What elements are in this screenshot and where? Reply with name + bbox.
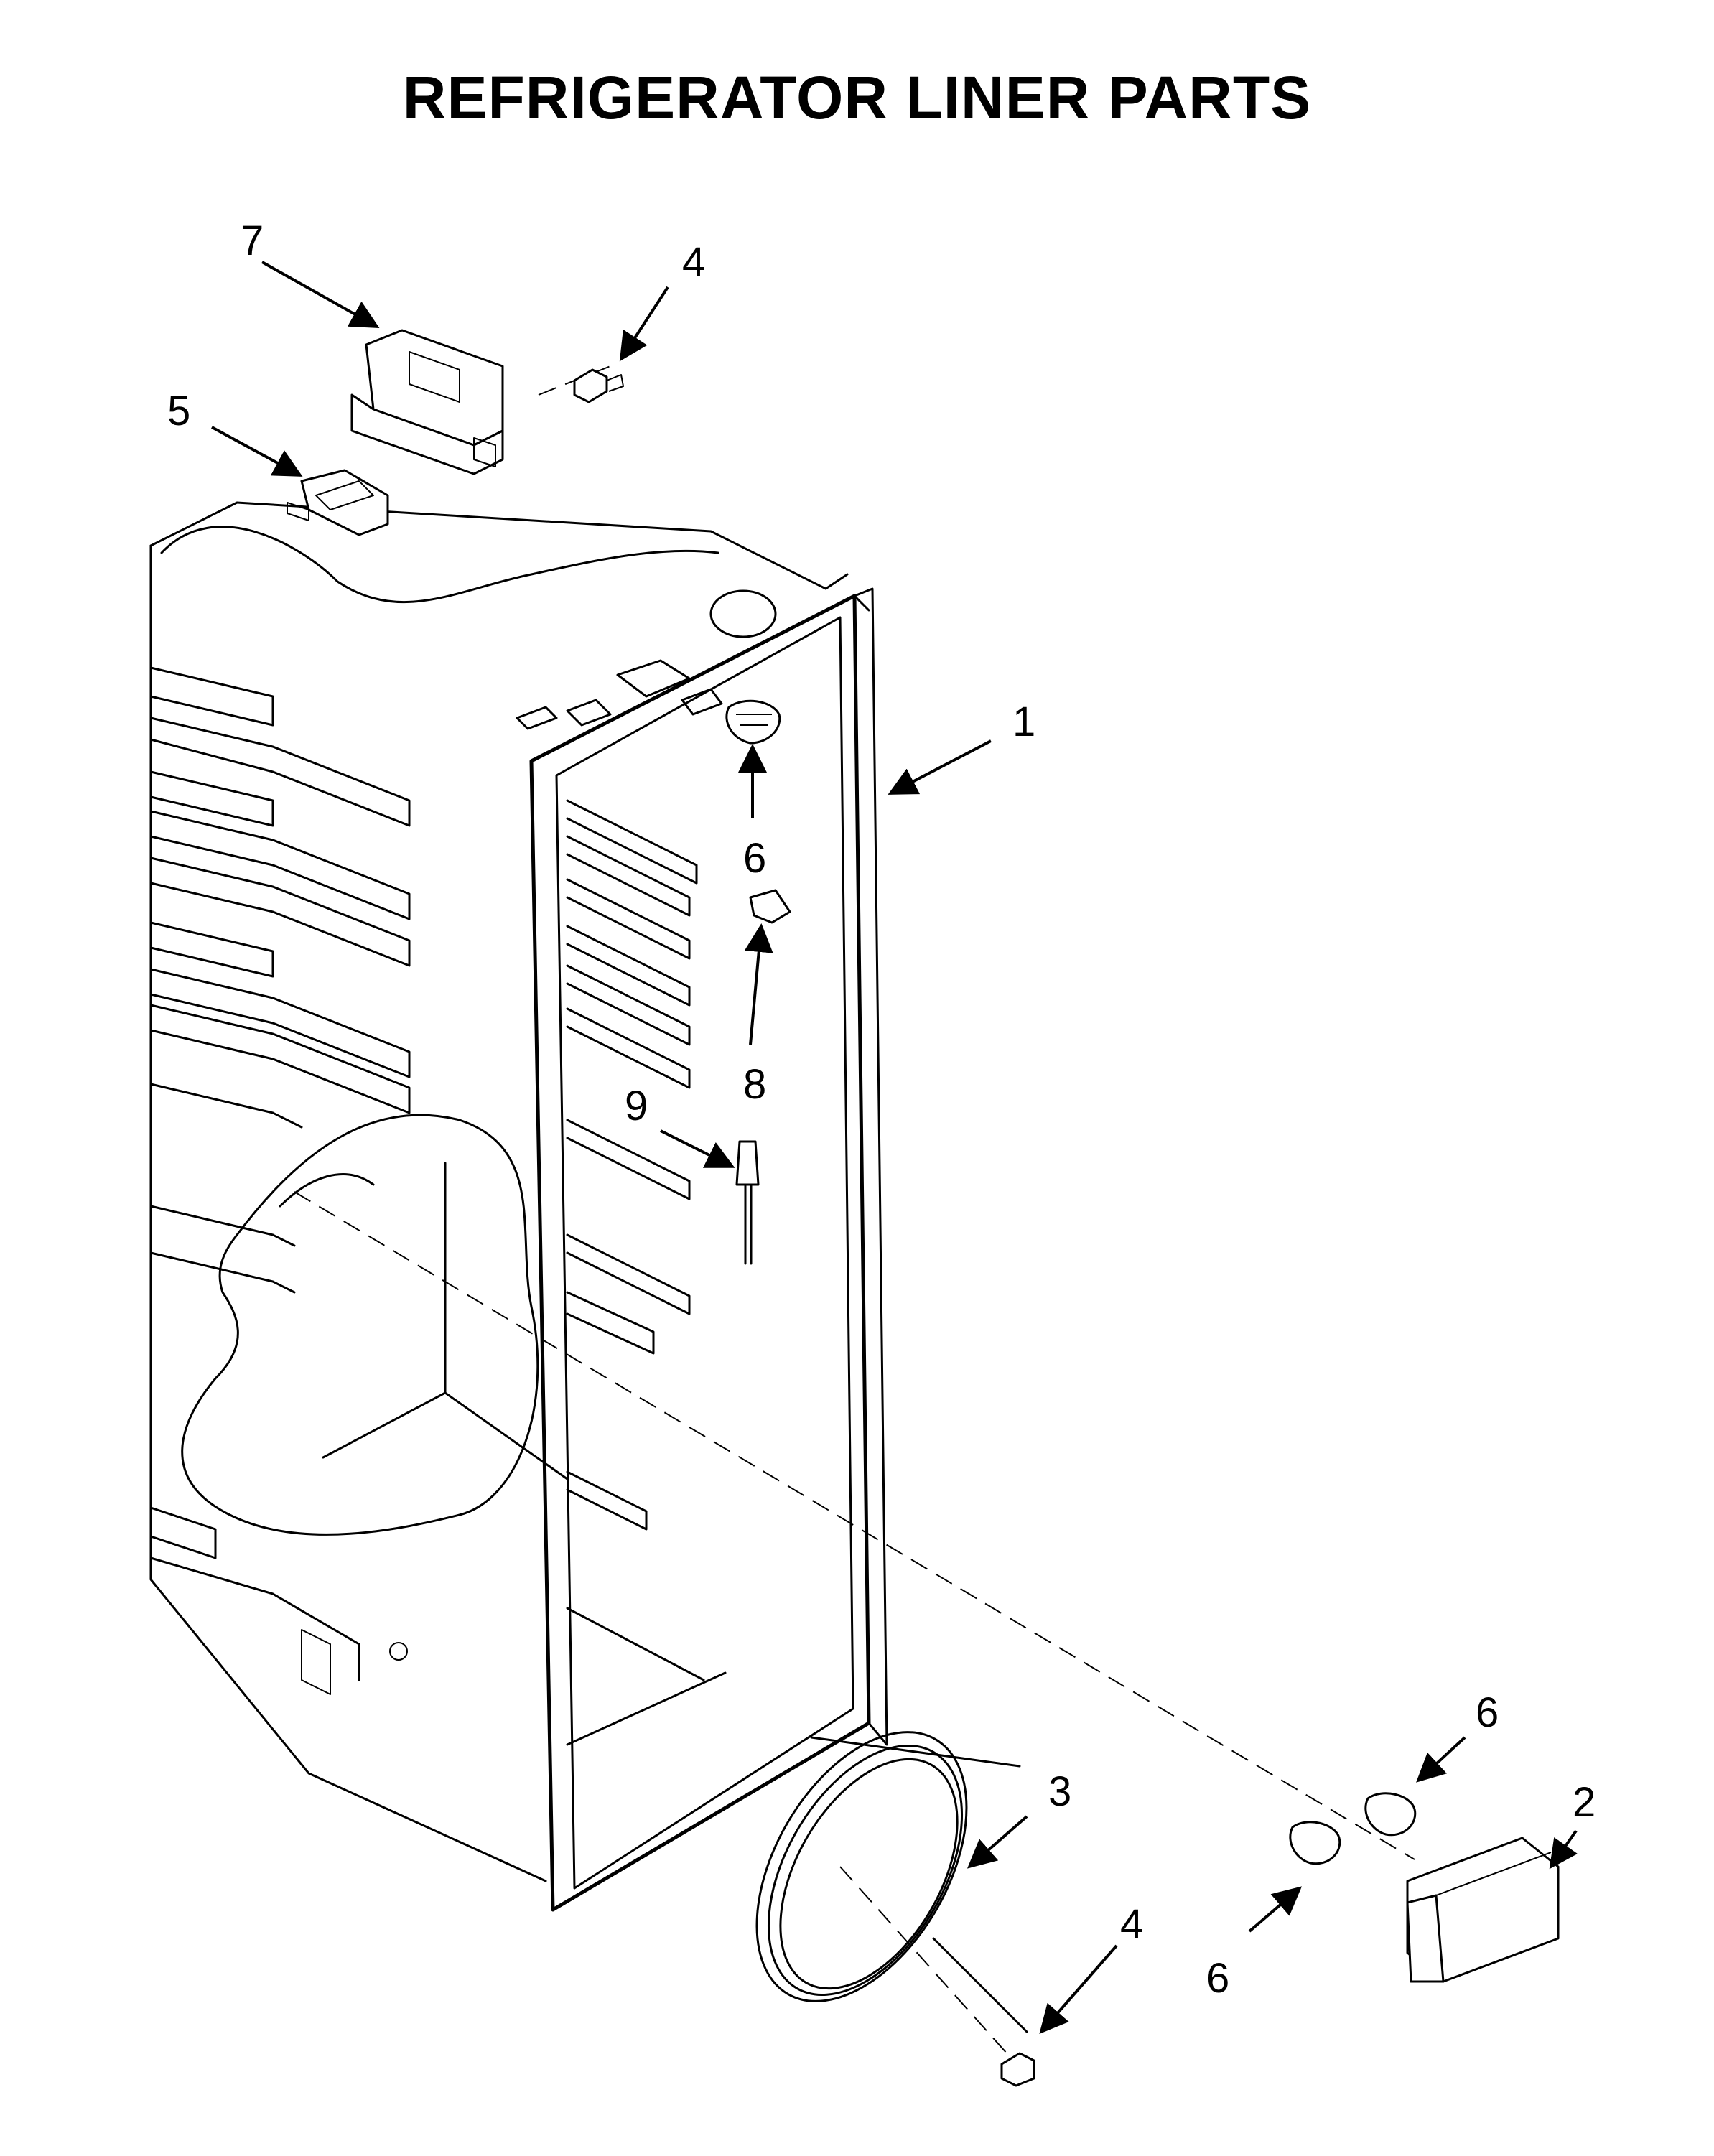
callout-arrows <box>211 261 1578 2035</box>
callout-2: 2 <box>1573 1779 1596 1826</box>
page-title: REFRIGERATOR LINER PARTS <box>402 64 1312 131</box>
callout-7: 7 <box>241 218 264 264</box>
liner-body <box>149 501 888 1912</box>
callout-4-top: 4 <box>682 239 705 286</box>
light-socket-part <box>1289 1792 1417 1865</box>
callout-6-lower-left: 6 <box>1206 1955 1229 2002</box>
assembly-guide-line <box>294 1191 1415 1860</box>
callout-3: 3 <box>1048 1768 1071 1815</box>
callout-8: 8 <box>743 1061 766 1108</box>
callout-4-bottom: 4 <box>1120 1901 1143 1948</box>
screw-part <box>1000 2052 1035 2087</box>
light-socket-part <box>725 699 781 745</box>
thermistor-part <box>735 1140 760 1265</box>
assembly-guide-line <box>839 1866 1020 2068</box>
callout-5: 5 <box>167 388 190 434</box>
callout-9: 9 <box>625 1083 648 1129</box>
bracket-part <box>350 329 504 475</box>
callout-6-lower-right: 6 <box>1476 1689 1499 1736</box>
light-housing-part <box>1406 1837 1560 1983</box>
clip-part <box>749 889 791 924</box>
callout-1: 1 <box>1012 699 1035 745</box>
tubing-coil-part <box>755 1731 1028 2033</box>
callout-6-upper: 6 <box>743 835 766 882</box>
screw-part <box>573 368 624 403</box>
callout-labels: 7 4 5 1 6 8 9 6 2 3 4 6 <box>167 218 1596 2002</box>
damper-control-part <box>287 469 389 536</box>
